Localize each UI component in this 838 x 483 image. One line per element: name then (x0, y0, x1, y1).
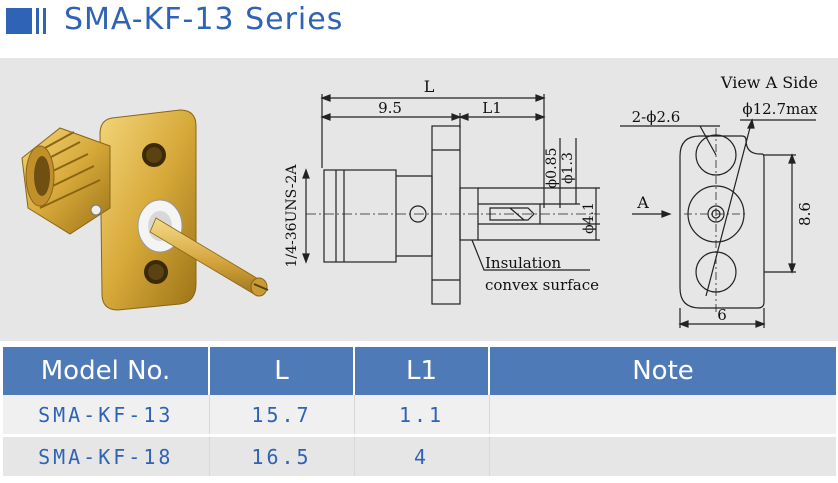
cell-note (489, 395, 836, 437)
cell-L1: 1.1 (354, 395, 490, 437)
connector-drawing: L 9.5 L1 ϕ0.85 ϕ1.3 ϕ4.1 1/4-36UNS-2A In… (21, 73, 819, 328)
dim-label-L: L (424, 77, 435, 96)
cell-note (489, 435, 836, 476)
table-row: SMA-KF-18 16.5 4 (3, 435, 836, 476)
cell-L: 15.7 (209, 395, 355, 437)
holes-label: 2-ϕ2.6 (632, 108, 681, 126)
side-view-labels: L 9.5 L1 ϕ0.85 ϕ1.3 ϕ4.1 1/4-36UNS-2A In… (284, 77, 599, 294)
arrow-a-label: A (636, 193, 649, 212)
cell-L1: 4 (354, 435, 490, 476)
title-accent-block (6, 8, 32, 34)
cell-model: SMA-KF-18 (3, 435, 210, 476)
insulation-label-1: Insulation (485, 254, 562, 272)
model-spec-table: Model No. L L1 Note SMA-KF-13 15.7 1.1 S… (3, 347, 836, 476)
view-a-side-drawing (620, 118, 816, 328)
phi127-label: ϕ12.7max (742, 100, 818, 118)
page-header: SMA-KF-13 Series (0, 0, 838, 46)
view-a-side-labels: View A Side 2-ϕ2.6 ϕ12.7max A 8.6 6 (632, 73, 819, 324)
dim-label-phi085: ϕ0.85 (544, 148, 560, 189)
table-header-row: Model No. L L1 Note (3, 347, 836, 395)
header-L1: L1 (354, 347, 490, 395)
table-row: SMA-KF-13 15.7 1.1 (3, 395, 836, 437)
dim-label-phi13: ϕ1.3 (560, 152, 576, 184)
thread-label: 1/4-36UNS-2A (284, 164, 300, 268)
connector-photo (21, 109, 269, 311)
cell-model: SMA-KF-13 (3, 395, 210, 437)
dim-label-8-6: 8.6 (796, 202, 814, 226)
insulation-label-2: convex surface (485, 276, 599, 294)
dim-label-phi41: ϕ4.1 (581, 202, 597, 234)
cell-L: 16.5 (209, 435, 355, 476)
view-a-side-label: View A Side (720, 73, 818, 92)
dim-label-6: 6 (717, 306, 727, 324)
dim-label-L1: L1 (482, 99, 502, 117)
title-accent-stripe (36, 8, 39, 34)
header-model-no: Model No. (3, 347, 210, 395)
title-accent-stripe (43, 8, 46, 34)
page-title: SMA-KF-13 Series (64, 2, 344, 37)
header-L: L (209, 347, 355, 395)
dim-label-9-5: 9.5 (378, 99, 402, 117)
technical-drawing-panel: L 9.5 L1 ϕ0.85 ϕ1.3 ϕ4.1 1/4-36UNS-2A In… (0, 58, 838, 341)
side-view-drawing (302, 94, 600, 305)
header-note: Note (489, 347, 836, 395)
